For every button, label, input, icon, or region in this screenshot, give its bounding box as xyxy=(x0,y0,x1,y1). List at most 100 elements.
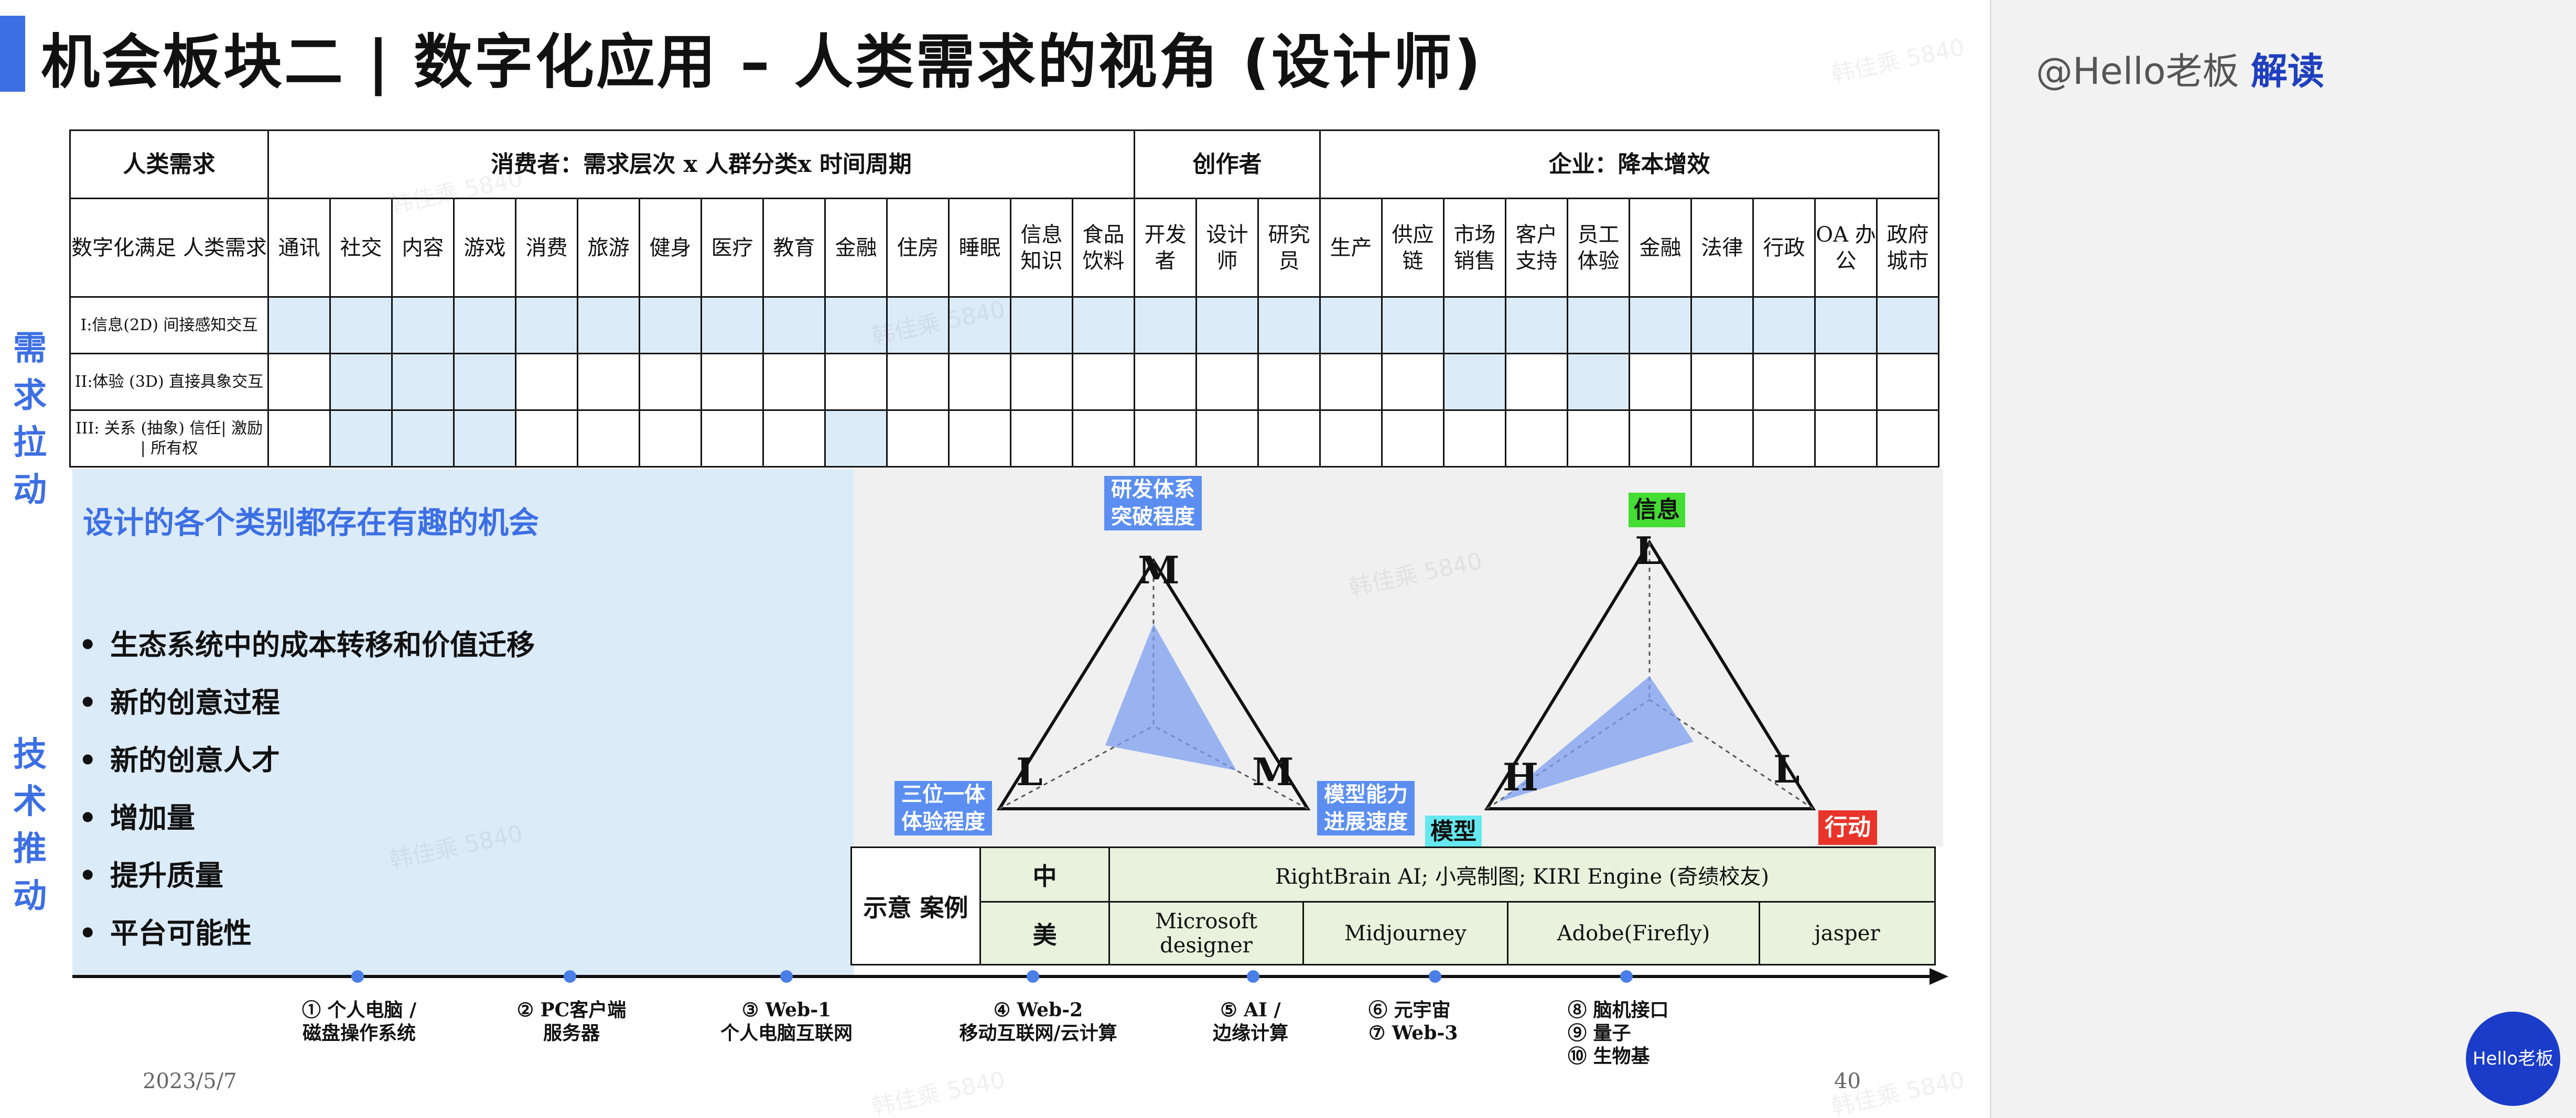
column-header: 消费 xyxy=(515,198,578,298)
list-item: •新的创意人才 xyxy=(79,743,280,777)
matrix-cell xyxy=(1814,409,1878,468)
matrix-cell xyxy=(577,409,640,468)
hello-logo[interactable]: Hello老板 xyxy=(2466,1012,2560,1106)
row-label: III: 关系 (抽象) 信任| 激励 | 所有权 xyxy=(69,409,269,468)
list-item: •生态系统中的成本转移和价值迁移 xyxy=(79,628,535,661)
matrix-cell xyxy=(700,296,764,354)
matrix-cell xyxy=(1629,409,1692,468)
slide: 机会板块二 | 数字化应用 – 人类需求的视角 (设计师) 需求拉动 技术推动 … xyxy=(0,16,1967,1118)
matrix-cell xyxy=(267,409,331,468)
matrix-cell xyxy=(1814,353,1878,411)
timeline-label: ⑥ 元宇宙 ⑦ Web-3 xyxy=(1368,999,1458,1044)
matrix-cell xyxy=(1072,409,1135,468)
title-accent-bar xyxy=(0,16,25,92)
column-header: 行政 xyxy=(1752,198,1816,298)
column-header: 供应 链 xyxy=(1381,198,1445,298)
timeline-label: ② PC客户端 服务器 xyxy=(516,999,627,1044)
timeline-label: ⑤ AI / 边缘计算 xyxy=(1212,999,1288,1044)
column-header: 员工 体验 xyxy=(1567,198,1630,298)
column-header: 客户 支持 xyxy=(1505,198,1568,298)
timeline-label: ⑧ 脑机接口 ⑨ 量子 ⑩ 生物基 xyxy=(1568,999,1669,1067)
matrix-cell xyxy=(1134,296,1197,354)
tri1-left-level: L xyxy=(1016,750,1043,794)
column-header: 睡眠 xyxy=(948,198,1011,298)
matrix-cell xyxy=(1134,353,1197,411)
timeline-label: ① 个人电脑 / 磁盘操作系统 xyxy=(301,999,417,1044)
matrix-cell xyxy=(1505,409,1568,468)
matrix-cell xyxy=(577,296,640,354)
list-item: •平台可能性 xyxy=(79,916,252,950)
header-creator: 创作者 xyxy=(1134,129,1321,199)
matrix-cell xyxy=(1814,296,1878,354)
column-header: 住房 xyxy=(886,198,950,298)
us-example: jasper xyxy=(1759,901,1936,965)
matrix-cell xyxy=(886,353,950,411)
matrix-cell xyxy=(515,409,578,468)
matrix-cell xyxy=(391,353,455,411)
matrix-cell xyxy=(1752,409,1816,468)
us-example: Adobe(Firefly) xyxy=(1507,901,1760,965)
matrix-cell xyxy=(391,409,455,468)
matrix-cell xyxy=(762,296,826,354)
column-header: 健身 xyxy=(639,198,702,298)
matrix-cell xyxy=(515,353,578,411)
matrix-cell xyxy=(948,353,1011,411)
triangle-1-fill xyxy=(1105,624,1236,770)
needs-matrix: 人类需求 消费者：需求层次 x 人群分类x 时间周期 创作者 企业：降本增效 数… xyxy=(69,129,1939,468)
timeline-dot xyxy=(1620,970,1633,983)
matrix-cell xyxy=(267,353,331,411)
matrix-cell xyxy=(453,409,516,468)
column-header: 市场 销售 xyxy=(1443,198,1506,298)
side-panel: @Hello老板 解读 Hello老板 xyxy=(1990,0,2576,1118)
matrix-cell xyxy=(453,353,516,411)
matrix-cell xyxy=(391,296,455,354)
matrix-cell xyxy=(824,409,888,468)
china-label: 中 xyxy=(979,846,1110,903)
examples-table: 示意 案例 中 RightBrain AI; 小亮制图; KIRI Engine… xyxy=(850,846,1936,965)
matrix-cell xyxy=(1195,296,1259,354)
list-item: •增加量 xyxy=(79,801,195,834)
matrix-cell xyxy=(267,296,331,354)
matrix-cell xyxy=(1690,296,1754,354)
column-header: 旅游 xyxy=(577,198,640,298)
sub-label: 数字化满足 人类需求 xyxy=(69,198,269,298)
column-header: 政府 城市 xyxy=(1876,198,1939,298)
matrix-cell xyxy=(1876,296,1939,354)
row-label: II:体验 (3D) 直接具象交互 xyxy=(69,353,269,411)
matrix-cell xyxy=(700,409,764,468)
us-example: Microsoft designer xyxy=(1108,901,1304,965)
matrix-cell xyxy=(1690,353,1754,411)
triangle-2 xyxy=(1484,539,1816,810)
column-header: 法律 xyxy=(1690,198,1754,298)
tri2-right-level: L xyxy=(1773,747,1800,791)
matrix-cell xyxy=(1629,353,1692,411)
matrix-cell xyxy=(1010,353,1073,411)
column-header: 信息 知识 xyxy=(1010,198,1073,298)
china-examples: RightBrain AI; 小亮制图; KIRI Engine (奇绩校友) xyxy=(1108,846,1936,903)
column-header: 教育 xyxy=(762,198,826,298)
timeline-dot xyxy=(351,970,364,983)
matrix-cell xyxy=(1257,353,1321,411)
matrix-cell xyxy=(948,409,1011,468)
panel-heading: 设计的各个类别都存在有趣的机会 xyxy=(83,505,540,540)
matrix-cell xyxy=(1319,296,1383,354)
slide-date: 2023/5/7 xyxy=(143,1069,237,1093)
column-header: 社交 xyxy=(329,198,393,298)
page-title: 机会板块二 | 数字化应用 – 人类需求的视角 (设计师) xyxy=(41,28,1483,96)
triangle-1 xyxy=(996,558,1311,810)
info-tag: 信息 xyxy=(1629,493,1685,527)
watermark: 韩佳乘 5840 xyxy=(1829,34,1967,89)
matrix-cell xyxy=(1134,409,1197,468)
header-enterprise: 企业：降本增效 xyxy=(1319,129,1939,199)
timeline-dot xyxy=(1429,970,1441,983)
matrix-cell xyxy=(1690,409,1754,468)
timeline-dot xyxy=(1247,970,1259,983)
matrix-cell xyxy=(886,296,950,354)
matrix-cell xyxy=(1381,296,1445,354)
timeline-axis xyxy=(72,975,1934,978)
model-tag: 模型 xyxy=(1425,816,1482,848)
matrix-cell xyxy=(1567,409,1630,468)
matrix-cell xyxy=(1505,296,1568,354)
column-header: 金融 xyxy=(824,198,888,298)
list-item: •新的创意过程 xyxy=(79,686,280,719)
